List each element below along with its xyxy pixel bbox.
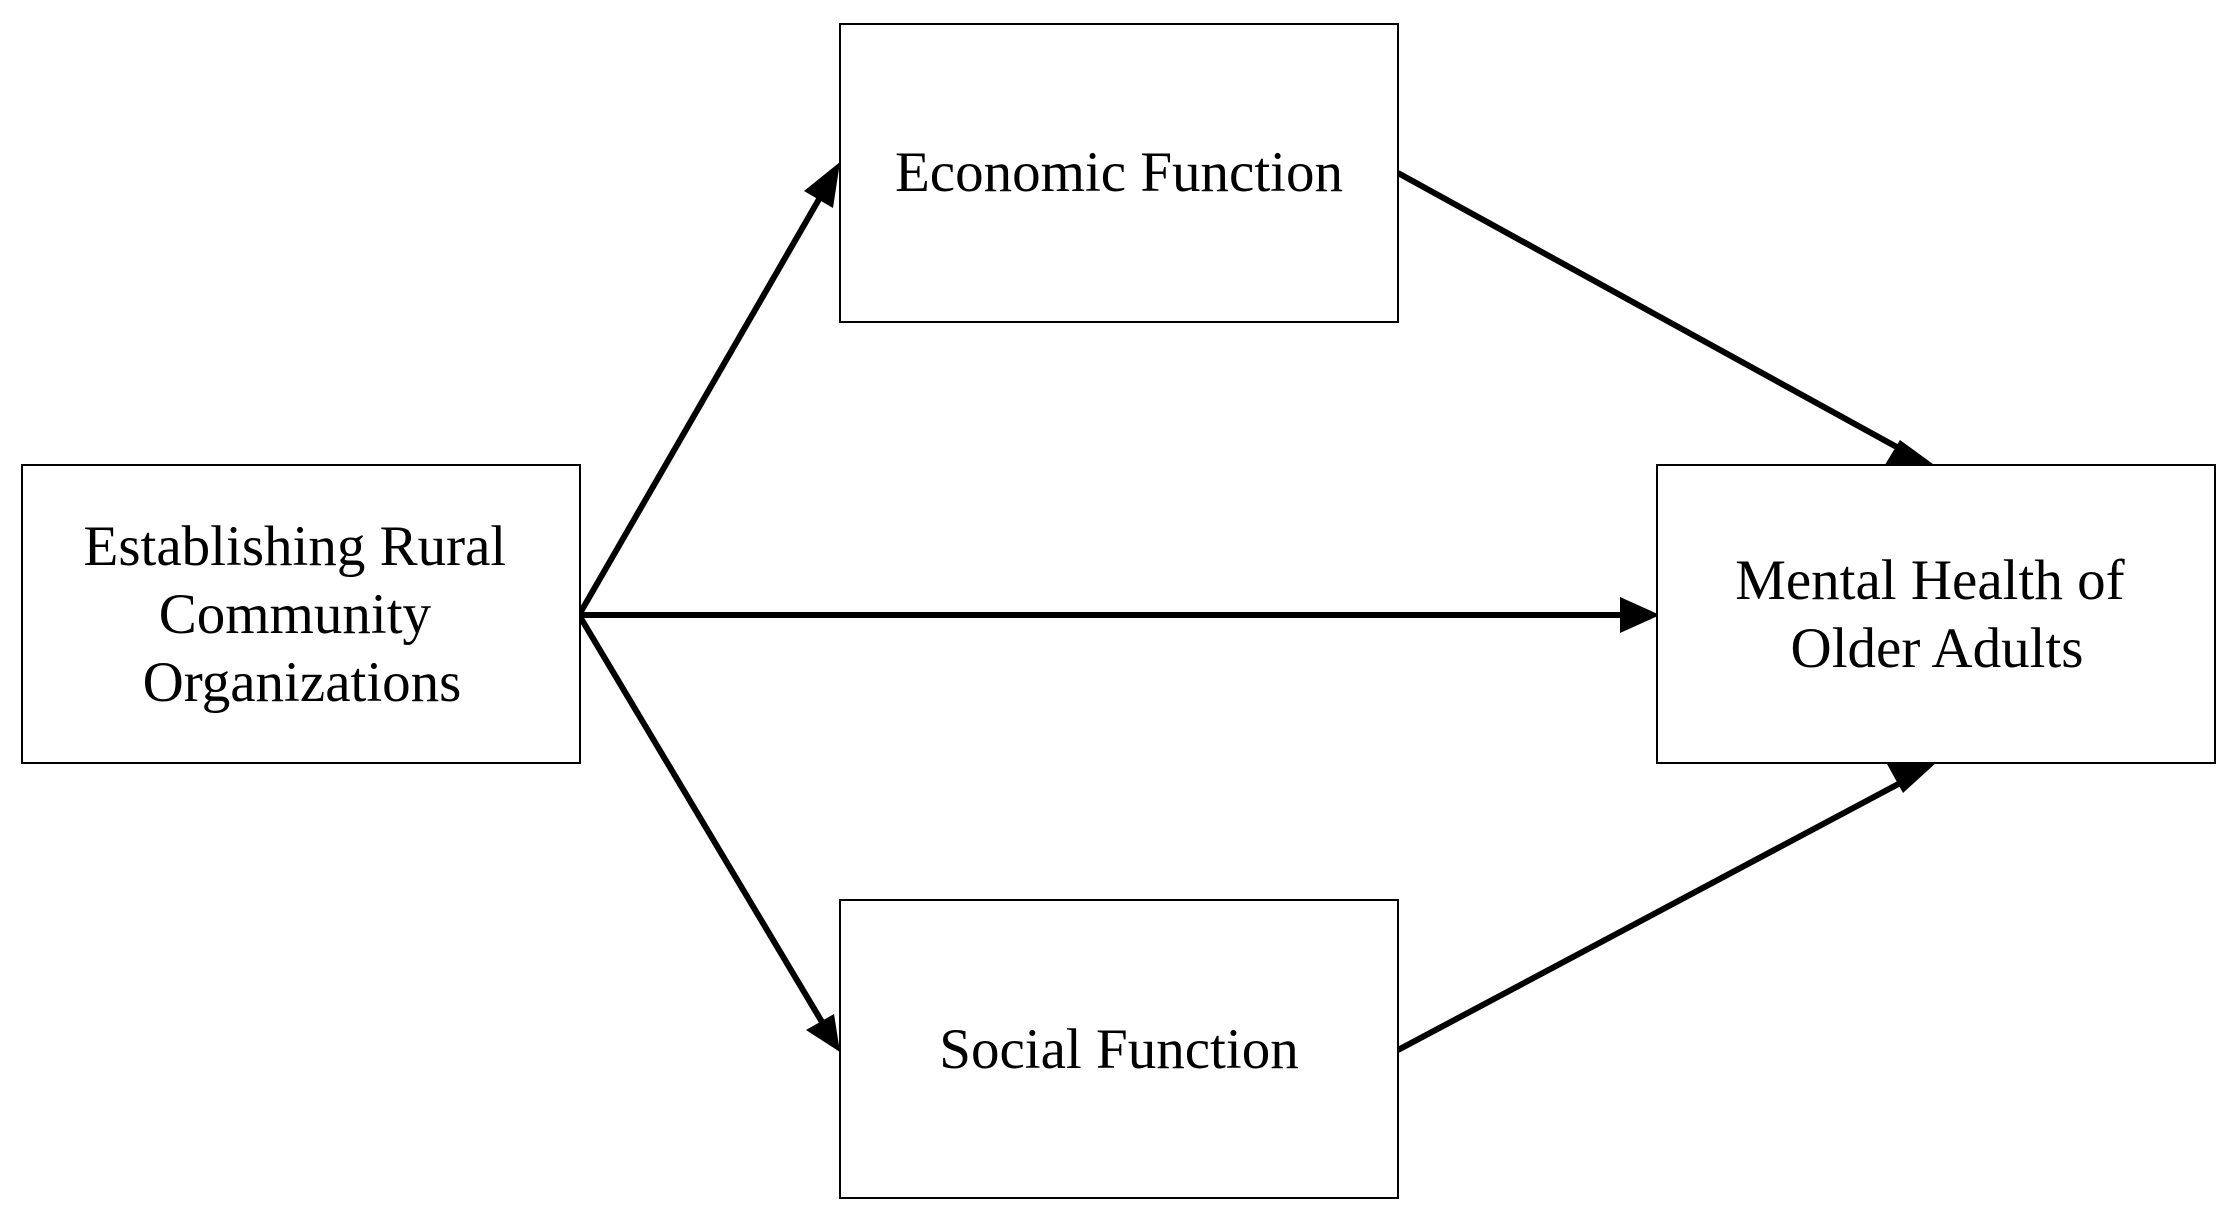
node-economic-function: Economic Function — [839, 23, 1399, 323]
arrowhead-social-to-mental-health — [1887, 762, 1937, 793]
node-box — [21, 464, 581, 764]
arrow-social-to-mental-health — [1396, 778, 1906, 1053]
arrowhead-establishing-to-mental-health — [1620, 597, 1660, 633]
node-box — [839, 899, 1399, 1199]
arrow-economic-to-mental-health — [1396, 170, 1906, 454]
node-social-function: Social Function — [839, 899, 1399, 1199]
node-box — [1656, 464, 2216, 764]
edges — [576, 162, 1937, 1053]
svg-text:Economic Function: Economic Function — [895, 141, 1343, 204]
node-label-line: Establishing Rural — [84, 515, 507, 578]
arrowhead-establishing-to-social — [806, 1014, 840, 1052]
node-label-line: Older Adults — [1791, 617, 2084, 680]
svg-text:Establishing Rural Commu: Establishing Rural Community Organizatio… — [84, 515, 521, 714]
node-label-line: Social Function — [939, 1018, 1298, 1081]
node-label-line: Mental Health of — [1735, 549, 2124, 612]
arrow-establishing-to-economic — [576, 192, 825, 617]
node-label-line: Community — [159, 583, 432, 646]
svg-text:Social Function: Social Function — [939, 1018, 1298, 1081]
arrowhead-economic-to-mental-health — [1883, 440, 1937, 468]
node-label-line: Economic Function — [895, 141, 1343, 204]
svg-text:Mental Health of Older A: Mental Health of Older Adults — [1735, 549, 2139, 680]
node-box — [839, 23, 1399, 323]
node-label-line: Organizations — [143, 651, 462, 714]
arrowhead-establishing-to-economic — [804, 162, 840, 208]
arrow-establishing-to-social — [576, 613, 825, 1024]
node-establishing-rural-community-organizations: Establishing Rural Community Organizatio… — [21, 464, 581, 764]
node-mental-health-of-older-adults: Mental Health of Older Adults — [1656, 464, 2216, 764]
